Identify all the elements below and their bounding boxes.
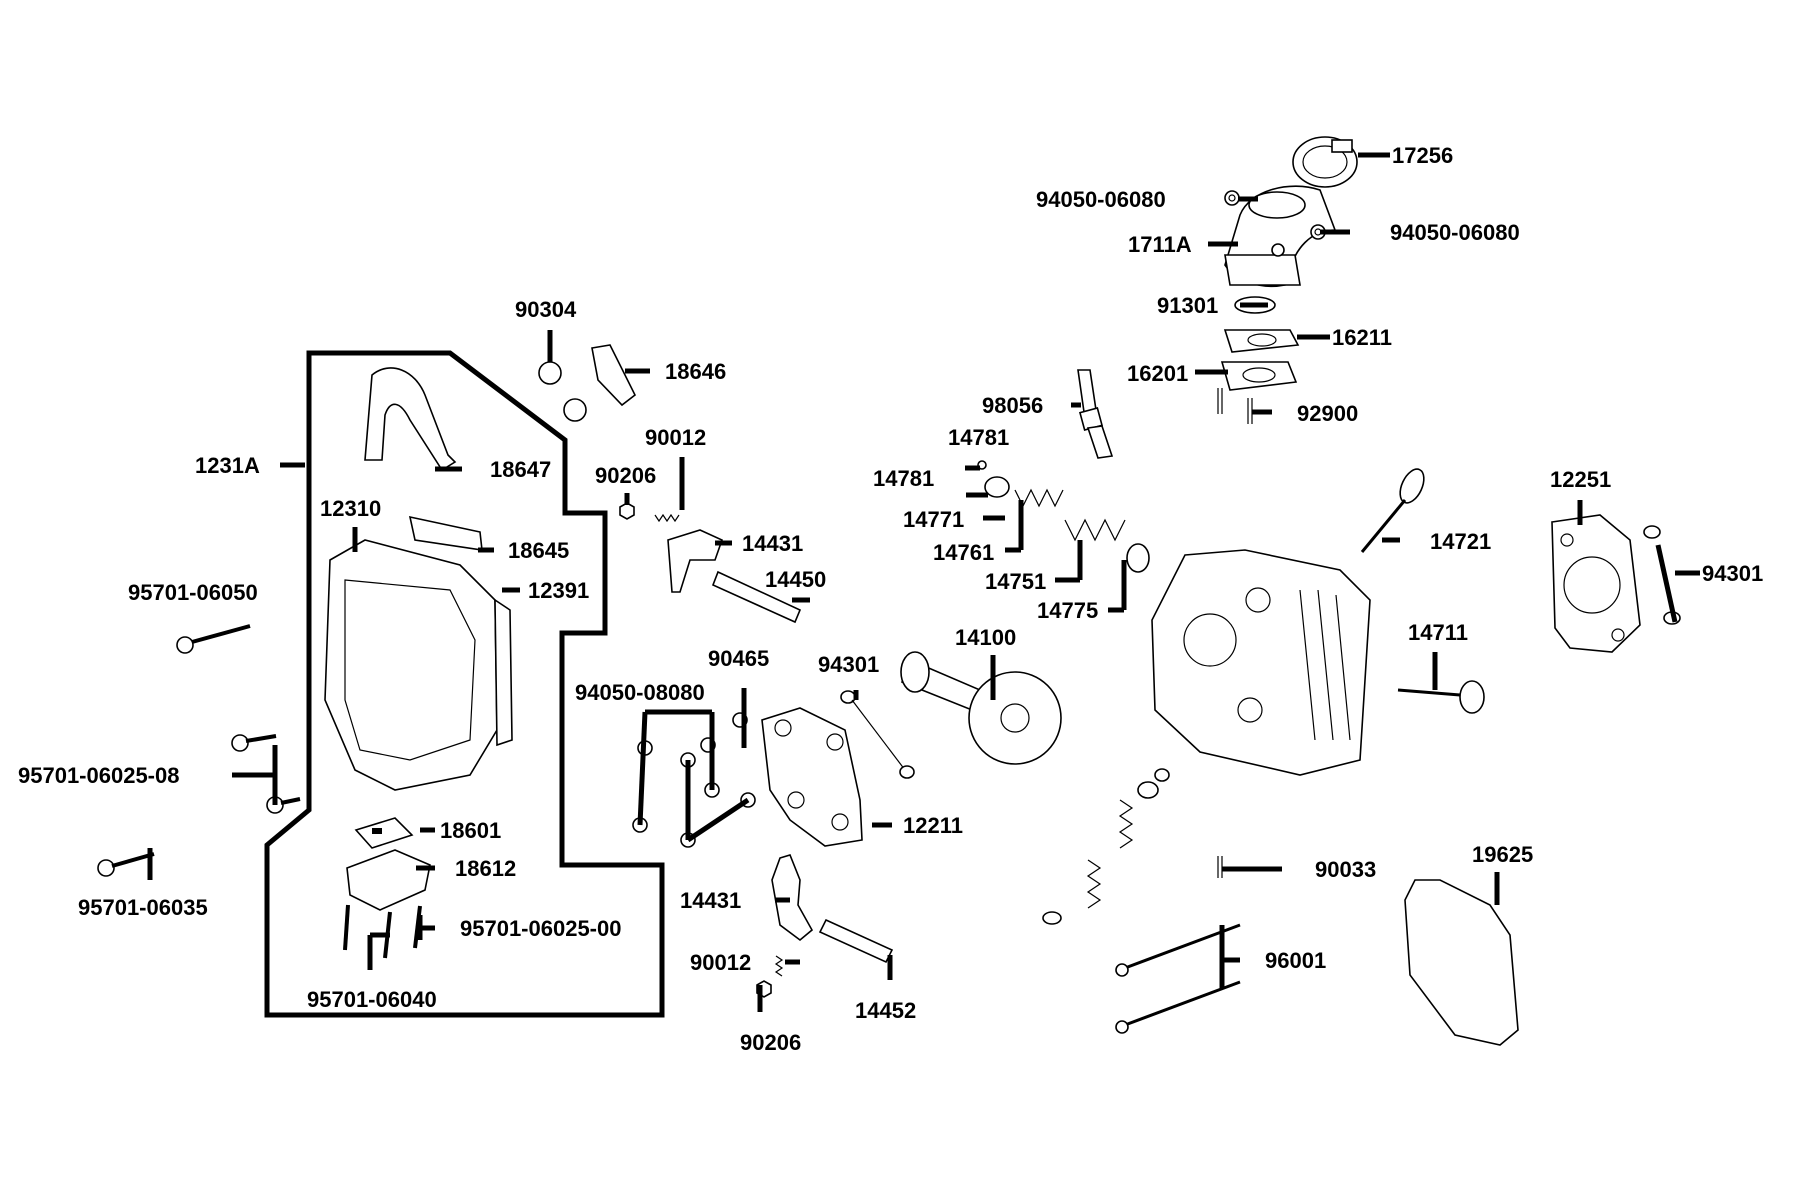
cylinder-head-cover-subassembly-frame <box>264 350 665 1018</box>
label-94301-b: 94301 <box>818 652 879 677</box>
label-90304: 90304 <box>515 297 577 322</box>
cylinder-head-cover-part <box>324 539 513 791</box>
label-14431-b: 14431 <box>680 888 741 913</box>
label-14771: 14771 <box>903 507 964 532</box>
bolt-06035-part <box>97 852 155 877</box>
label-19625: 19625 <box>1472 842 1533 867</box>
outer-spring-part <box>1064 518 1126 542</box>
label-12391: 12391 <box>528 578 589 603</box>
label-90033: 90033 <box>1315 857 1376 882</box>
bolt-06050-part <box>176 624 251 654</box>
label-18601: 18601 <box>440 818 501 843</box>
label-18646: 18646 <box>665 359 726 384</box>
label-94050-06080-a: 94050-06080 <box>1036 187 1166 212</box>
adjust-nut-a-part <box>619 502 635 520</box>
intake-valve-part <box>1360 468 1425 553</box>
label-12211: 12211 <box>903 813 963 838</box>
label-17256: 17256 <box>1392 143 1453 168</box>
clamp-part <box>1292 136 1358 188</box>
flange-nut-a-part <box>1224 190 1240 206</box>
label-14431-a: 14431 <box>742 531 803 556</box>
label-95701-06050: 95701-06050 <box>128 580 258 605</box>
cylinder-head-part <box>1151 549 1371 776</box>
label-1231a: 1231A <box>195 453 260 478</box>
spring-seat-part <box>1126 543 1150 573</box>
label-95701-06040: 95701-06040 <box>307 987 437 1012</box>
label-14450: 14450 <box>765 567 826 592</box>
holder-nuts-part <box>632 712 756 848</box>
rocker-arm-holder-part <box>761 707 863 847</box>
insulator-part <box>1220 361 1298 391</box>
label-91301: 91301 <box>1157 293 1218 318</box>
label-18612: 18612 <box>455 856 516 881</box>
label-90206-b: 90206 <box>740 1030 801 1055</box>
spark-plug-part <box>1077 369 1114 459</box>
label-90206-a: 90206 <box>595 463 656 488</box>
label-14775: 14775 <box>1037 598 1098 623</box>
breather-tube-part <box>364 367 457 472</box>
stud-part <box>1217 856 1223 878</box>
label-90012-b: 90012 <box>690 950 751 975</box>
label-1711a: 1711A <box>1128 232 1192 257</box>
label-18645: 18645 <box>508 538 569 563</box>
label-14711: 14711 <box>1408 620 1468 645</box>
label-14781-a: 14781 <box>948 425 1009 450</box>
cover-gasket-part <box>1404 879 1519 1046</box>
flange-nut-b-part <box>1310 224 1326 240</box>
retainer-part <box>984 476 1010 498</box>
label-12310: 12310 <box>320 496 381 521</box>
lower-valve-springs-part <box>1042 768 1170 925</box>
insulator-gasket-part <box>1223 329 1300 353</box>
exhaust-valve-part <box>1397 680 1485 714</box>
label-90012-a: 90012 <box>645 425 706 450</box>
tube-gasket-part <box>408 515 483 551</box>
label-94301-a: 94301 <box>1702 561 1763 586</box>
stud-bolts-part <box>1217 388 1253 424</box>
intake-manifold-part <box>1224 185 1337 288</box>
label-14721: 14721 <box>1430 529 1491 554</box>
bolts-06040-part <box>343 904 422 959</box>
reed-gasket-part <box>591 344 637 407</box>
label-95701-06035: 95701-06035 <box>78 895 208 920</box>
label-95701-06025-00: 95701-06025-00 <box>460 916 621 941</box>
label-14452: 14452 <box>855 998 916 1023</box>
dowel-pin-b-part <box>840 690 915 779</box>
head-gasket-part <box>1551 514 1641 653</box>
rocker-shaft-b-part <box>818 918 894 964</box>
label-14751: 14751 <box>985 569 1046 594</box>
adjust-screw-a-part <box>654 513 680 523</box>
rocker-arm-b-part <box>771 854 814 942</box>
label-16201: 16201 <box>1127 361 1188 386</box>
label-95701-06025-08: 95701-06025-08 <box>18 763 179 788</box>
reed-valve-part <box>354 817 414 849</box>
label-18647: 18647 <box>490 457 551 482</box>
label-94050-08080: 94050-08080 <box>575 680 705 705</box>
label-98056: 98056 <box>982 393 1043 418</box>
camshaft-part <box>900 651 1062 765</box>
plug-bolt-part <box>538 361 587 422</box>
label-92900: 92900 <box>1297 401 1358 426</box>
rocker-arm-a-part <box>667 529 723 593</box>
label-14100: 14100 <box>955 625 1016 650</box>
label-90465: 90465 <box>708 646 769 671</box>
label-14781-b: 14781 <box>873 466 934 491</box>
label-96001: 96001 <box>1265 948 1326 973</box>
reed-valve-cover-part <box>346 849 431 911</box>
rocker-shaft-a-part <box>711 570 802 624</box>
label-16211: 16211 <box>1332 325 1392 350</box>
label-14761: 14761 <box>933 540 994 565</box>
adjust-screw-b-part <box>774 955 784 977</box>
label-12251: 12251 <box>1550 467 1611 492</box>
label-94050-06080-b: 94050-06080 <box>1390 220 1520 245</box>
leader-lines <box>147 152 1700 1012</box>
